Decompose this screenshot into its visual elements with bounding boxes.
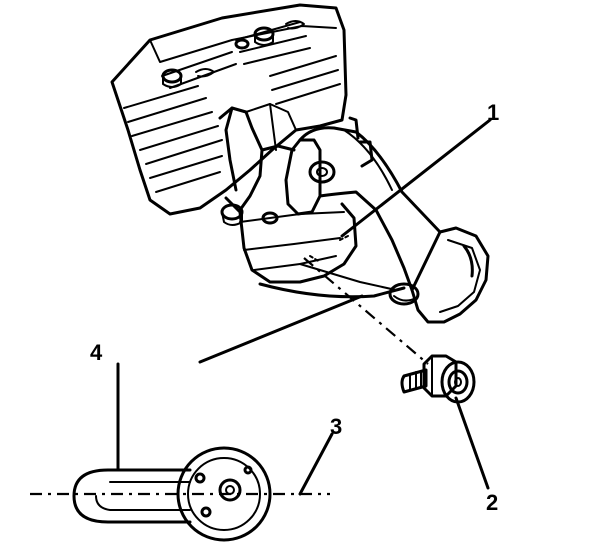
reference-line xyxy=(198,294,364,364)
callout-4: 4 xyxy=(90,340,103,365)
bolt-head xyxy=(161,68,183,88)
detail-view xyxy=(30,446,330,542)
bolt-head xyxy=(261,211,279,225)
leader-3 xyxy=(298,432,334,496)
callout-3: 3 xyxy=(330,414,342,439)
leader-1 xyxy=(340,118,492,238)
manifold-assembly xyxy=(218,103,490,324)
detail-tube xyxy=(72,468,192,524)
bolt-head xyxy=(234,38,250,50)
engine-block xyxy=(110,3,348,216)
leader-lines xyxy=(116,118,492,496)
sensor-component xyxy=(400,354,476,404)
callout-2: 2 xyxy=(486,490,498,515)
bolt-head xyxy=(220,203,244,226)
bolt-head xyxy=(253,26,275,46)
sensor-centerline xyxy=(303,257,429,365)
callout-1: 1 xyxy=(487,100,499,125)
leader-2 xyxy=(454,396,490,490)
